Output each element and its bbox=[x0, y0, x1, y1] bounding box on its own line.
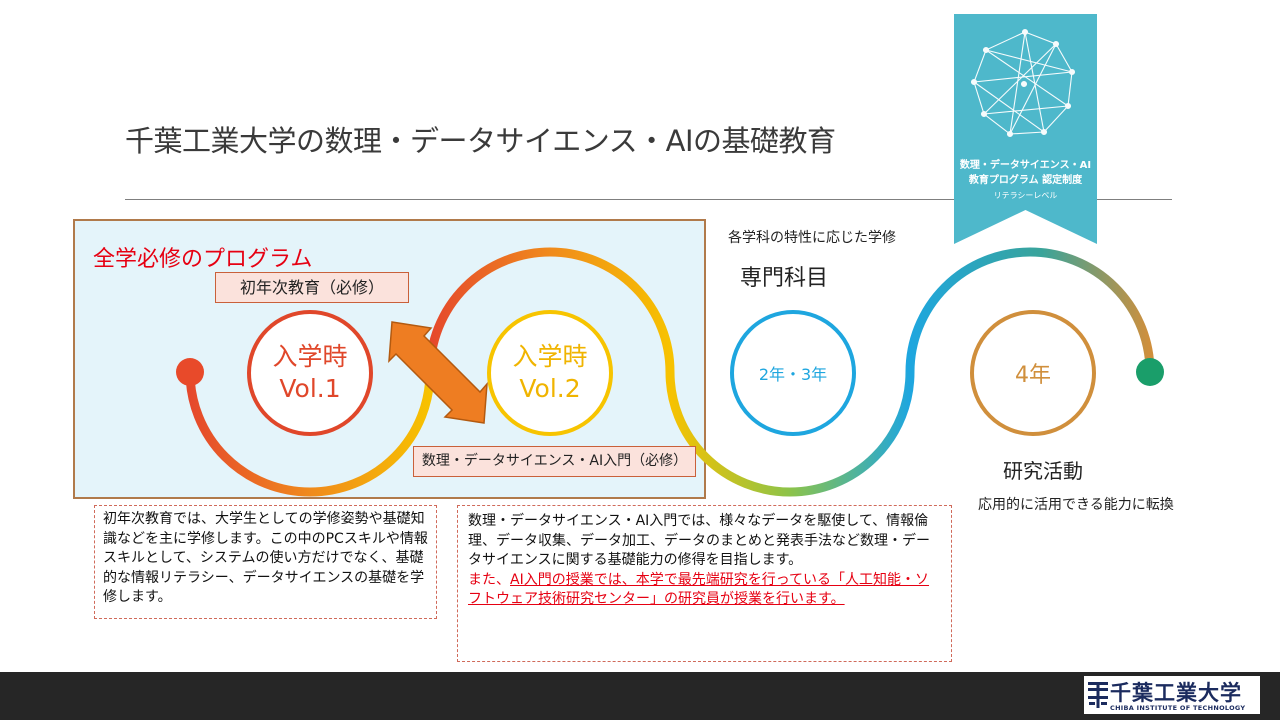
major-subjects-label: 専門科目 bbox=[740, 266, 829, 291]
stage-circle-entry-vol1: 入学時 Vol.1 bbox=[247, 310, 373, 436]
intro-course-label: 数理・データサイエンス・AI入門（必修） bbox=[413, 446, 696, 477]
stage-circle-year4: 4年 bbox=[970, 310, 1096, 436]
title-divider bbox=[125, 199, 1172, 200]
stage-circle-entry-vol2: 入学時 Vol.2 bbox=[487, 310, 613, 436]
polyhedron-network-icon bbox=[970, 28, 1076, 138]
wave-segment-3 bbox=[665, 371, 915, 497]
logo-subtitle: CHIBA INSTITUTE OF TECHNOLOGY bbox=[1110, 704, 1246, 712]
slide-title: 千葉工業大学の数理・データサイエンス・AIの基礎教育 bbox=[125, 124, 836, 158]
program-title: 全学必修のプログラム bbox=[93, 247, 313, 272]
circle-text: 2年・3年 bbox=[758, 365, 828, 384]
double-arrow-icon bbox=[388, 321, 488, 424]
university-logo bbox=[1084, 676, 1260, 714]
circle-line1: 入学時 bbox=[272, 342, 348, 371]
intro-course-description: 数理・データサイエンス・AI入門では、様々なデータを駆使して、情報倫理、データ収… bbox=[457, 505, 952, 662]
badge-text: 数理・データサイエンス・AI 教育プログラム 認定制度 リテラシーレベル bbox=[954, 158, 1097, 203]
research-note: 応用的に活用できる能力に転換 bbox=[978, 497, 1174, 513]
wave-segment-1 bbox=[185, 367, 435, 497]
research-label: 研究活動 bbox=[1003, 459, 1083, 483]
badge-line1: 数理・データサイエンス・AI bbox=[959, 160, 1092, 171]
circle-line1: 入学時 bbox=[512, 342, 588, 371]
intro-description-lead: また、 bbox=[468, 571, 510, 588]
first-year-description: 初年次教育では、大学生としての学修姿勢や基礎知識などを主に学修します。この中のP… bbox=[94, 505, 437, 619]
end-dot bbox=[1136, 358, 1164, 386]
university-mark-icon bbox=[1088, 682, 1108, 708]
dept-note: 各学科の特性に応じた学修 bbox=[728, 230, 896, 246]
circle-line2: Vol.1 bbox=[279, 374, 341, 403]
wave-segment-4 bbox=[905, 247, 1155, 373]
first-year-label: 初年次教育（必修） bbox=[215, 272, 409, 303]
badge-line2: 教育プログラム 認定制度 bbox=[968, 175, 1083, 186]
stage-circle-year2-3: 2年・3年 bbox=[730, 310, 856, 436]
start-dot bbox=[176, 358, 204, 386]
intro-description-highlight: AI入門の授業では、本学で最先端研究を行っている「人工知能・ソフトウェア技術研究… bbox=[468, 571, 930, 608]
circle-line2: Vol.2 bbox=[519, 374, 581, 403]
badge-line3: リテラシーレベル bbox=[993, 191, 1058, 200]
wave-segment-2 bbox=[425, 247, 675, 373]
footer-bar bbox=[0, 672, 1280, 720]
intro-description-main: 数理・データサイエンス・AI入門では、様々なデータを駆使して、情報倫理、データ収… bbox=[468, 513, 930, 568]
certification-badge bbox=[954, 14, 1097, 244]
circle-text: 4年 bbox=[1015, 363, 1051, 388]
logo-name: 千葉工業大学 bbox=[1110, 681, 1242, 705]
